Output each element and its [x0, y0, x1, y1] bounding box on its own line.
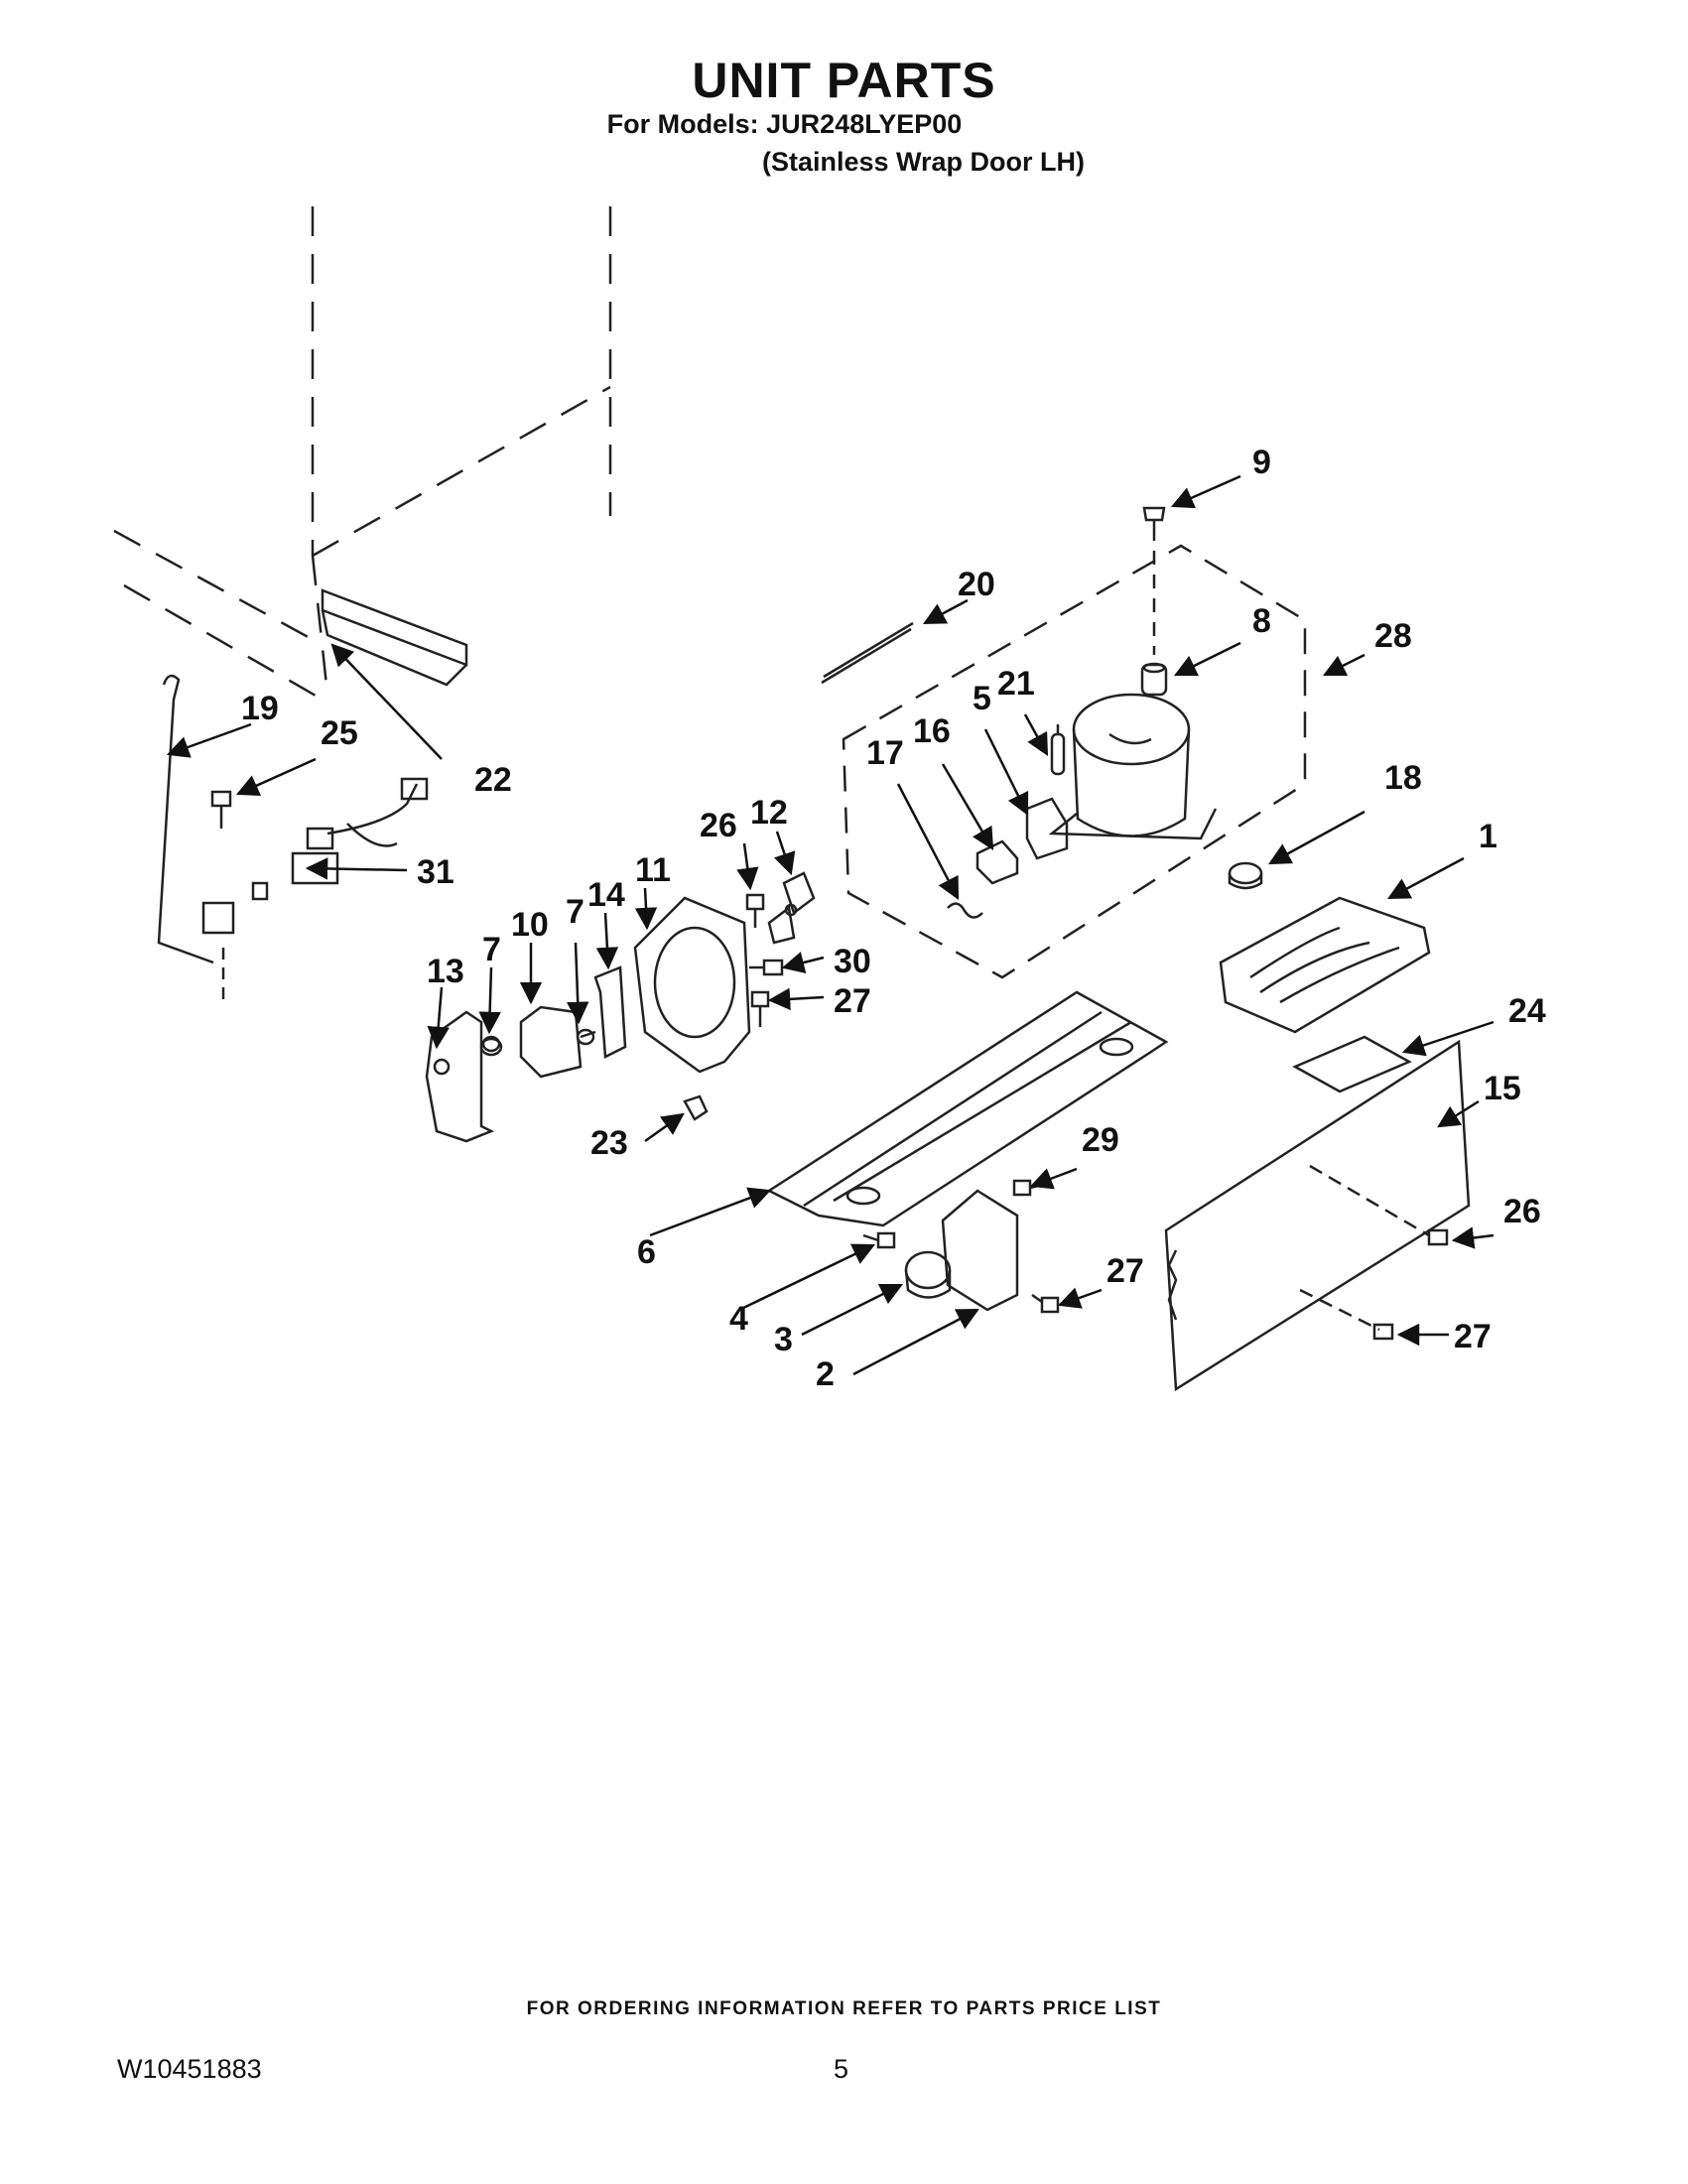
document-number: W10451883	[117, 2054, 262, 2084]
part-5-relay	[1025, 797, 1069, 860]
part-26-27-panel-screws	[1372, 1228, 1449, 1341]
part-24-pad	[1292, 1035, 1412, 1093]
callout-2: 2	[816, 1355, 835, 1393]
part-14-bracket	[593, 965, 627, 1059]
callout-20: 20	[958, 566, 995, 603]
callout-16: 16	[913, 712, 951, 750]
callout-19: 19	[241, 690, 279, 727]
callout-13: 13	[427, 953, 464, 990]
callout-27c: 27	[1454, 1318, 1492, 1355]
part-6-base-plate	[766, 990, 1169, 1227]
callout-17: 17	[866, 734, 904, 772]
part-10-fan-motor	[519, 1005, 596, 1079]
callout-10: 10	[511, 906, 549, 944]
part-3-component	[904, 1250, 952, 1299]
part-31-wire-harness	[251, 777, 429, 901]
callout-12: 12	[750, 794, 788, 832]
callout-9: 9	[1252, 444, 1271, 481]
callout-23: 23	[590, 1124, 628, 1162]
callout-30: 30	[834, 943, 871, 980]
part-20-rod	[821, 621, 914, 685]
part-25-screw	[210, 790, 232, 829]
part-18-grommet	[1228, 861, 1263, 890]
part-19-drain-tube	[157, 674, 235, 1002]
callout-22: 22	[474, 761, 512, 799]
callout-26: 26	[700, 807, 737, 844]
callout-14: 14	[587, 876, 625, 914]
callout-31: 31	[417, 853, 454, 891]
part-8-grommet	[1140, 662, 1168, 697]
callout-labels: 1 2 3 4 5 6 7 7 8 9 10 11 12 13 14 15 16…	[241, 444, 1546, 1393]
part-16-overload	[975, 839, 1019, 885]
page-title: UNIT PARTS	[692, 53, 996, 108]
callout-21: 21	[997, 665, 1035, 703]
part-22-bracket	[321, 588, 468, 687]
part-27-screw-lower	[1031, 1293, 1060, 1314]
part-15-rear-panel	[1164, 1039, 1471, 1392]
part-17-clip	[947, 902, 983, 919]
callout-15: 15	[1484, 1070, 1521, 1107]
fan-fasteners	[745, 893, 784, 1027]
part-9-bolt	[1142, 506, 1166, 655]
ordering-note: FOR ORDERING INFORMATION REFER TO PARTS …	[526, 1998, 1162, 2019]
callout-4: 4	[729, 1300, 748, 1338]
callout-26b: 26	[1503, 1193, 1541, 1230]
models-line: For Models: JUR248LYEP00	[606, 109, 963, 139]
part-1-drain-pan	[1219, 896, 1431, 1034]
callout-8: 8	[1252, 602, 1271, 640]
part-4-screw	[862, 1231, 896, 1249]
part-2-bracket	[941, 1189, 1019, 1312]
page-number: 5	[834, 2054, 849, 2084]
callout-7: 7	[482, 931, 501, 968]
callout-7b: 7	[566, 893, 584, 931]
cabinet-outline	[113, 206, 612, 702]
callout-11: 11	[635, 851, 671, 889]
callout-28: 28	[1374, 617, 1412, 655]
callout-18: 18	[1384, 759, 1422, 797]
part-21-capacitor	[1050, 724, 1066, 776]
part-11-fan-shroud	[633, 896, 751, 1074]
callout-27: 27	[834, 982, 871, 1020]
callout-25: 25	[321, 714, 358, 752]
callout-24: 24	[1508, 992, 1546, 1030]
callout-1: 1	[1479, 818, 1497, 855]
callout-29: 29	[1082, 1121, 1119, 1159]
leader-arrows	[166, 474, 1494, 1376]
variant-line: (Stainless Wrap Door LH)	[761, 147, 1086, 177]
callout-5: 5	[973, 680, 991, 717]
compressor	[1048, 693, 1218, 840]
callout-6: 6	[637, 1233, 656, 1271]
compressor-assembly-outline	[842, 544, 1307, 979]
part-7-grommets	[481, 1028, 595, 1053]
part-23-clip	[683, 1094, 709, 1121]
callout-27b: 27	[1106, 1252, 1144, 1290]
callout-3: 3	[774, 1321, 793, 1358]
part-12-fan-blade	[767, 871, 816, 945]
